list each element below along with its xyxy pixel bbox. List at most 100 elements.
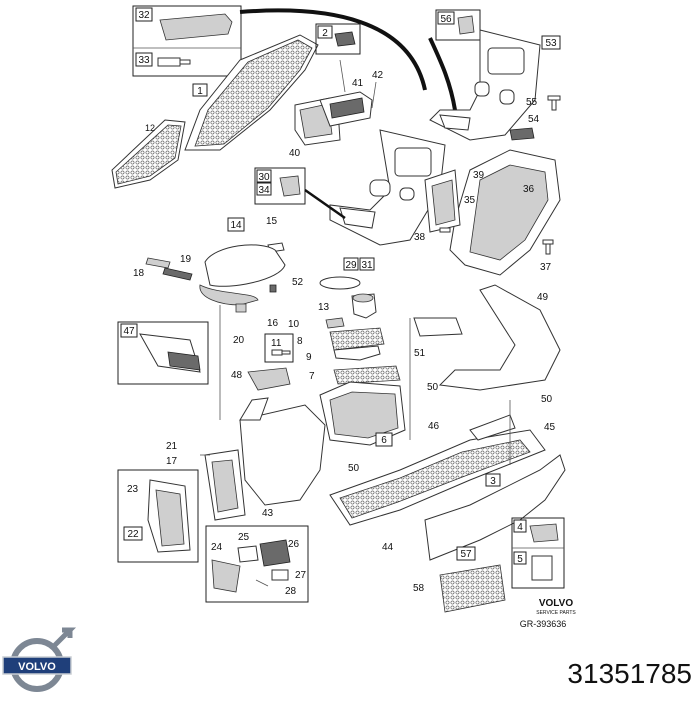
group-32-33: 32 33 [132,5,242,77]
label-29: 29 [345,260,357,271]
label-54: 54 [528,114,540,125]
label-56: 56 [440,14,452,25]
volvo-logo-text: VOLVO [18,661,56,673]
label-36: 36 [523,184,535,195]
service-parts-label: SERVICE PARTS [536,610,576,616]
part-20-clip [235,303,247,313]
callout-4 [513,519,527,533]
label-22: 22 [127,529,139,540]
label-42: 42 [372,70,384,81]
label-43: 43 [262,508,274,519]
label-28: 28 [285,586,297,597]
group-box-30-34 [254,167,306,205]
volvo-logo: VOLVO [2,627,77,692]
part-5-bracket [531,555,553,581]
part-54-bracket [509,127,535,141]
part-28-pin [255,579,269,587]
part-12-side-panel: 12 [111,119,186,189]
part-4-clip [529,523,559,543]
label-45: 45 [544,422,556,433]
label-11: 11 [271,338,282,349]
volvo-small-wordmark: VOLVO [539,598,573,609]
group-box-4-5 [511,517,565,589]
part-3-side-trim [424,454,566,561]
part-16-clip [269,284,277,293]
label-26: 26 [288,539,300,550]
label-24: 24 [211,542,223,553]
callout-57 [456,546,476,561]
part-10-clip [325,317,345,329]
label-6: 6 [381,435,387,446]
callout-56 [437,11,455,25]
callout-33 [135,52,153,67]
label-27: 27 [295,570,307,581]
label-50a: 50 [348,463,360,474]
part-29-31-center-panel: 29 31 [329,129,446,271]
label-4: 4 [517,522,523,533]
callout-47 [120,323,138,338]
label-1: 1 [197,86,203,97]
arrow-30-34 [304,188,346,220]
label-51: 51 [414,348,426,359]
part-52-ring [319,276,361,290]
label-10: 10 [288,319,300,330]
label-5: 5 [517,554,523,565]
label-21: 21 [166,441,178,452]
part-8-mat [329,327,385,351]
label-15: 15 [266,216,278,227]
callout-31 [359,257,375,271]
part-56-clip [457,15,475,35]
label-46: 46 [428,421,440,432]
part-33-screw [157,57,191,67]
part-55-screw [547,95,561,111]
arrow-32-to-40 [239,8,427,91]
label-8: 8 [297,336,303,347]
callout-14 [227,217,245,232]
part-27-clip [271,569,289,581]
label-2: 2 [322,28,328,39]
label-38: 38 [414,232,426,243]
part-48-tray [247,367,291,391]
callout-30 [256,169,272,183]
part-18-hinge-pin [162,267,193,281]
part-44-frame [329,414,546,526]
label-25: 25 [238,532,250,543]
label-44: 44 [382,542,394,553]
label-55: 55 [526,97,538,108]
label-50b: 50 [427,382,439,393]
part-9-insert [333,345,381,361]
part-24-cover [211,559,241,593]
label-57: 57 [460,549,472,560]
arrow-56-to-53 [428,37,457,111]
group-box-56 [435,9,481,41]
part-32-trim [159,13,233,41]
label-34: 34 [258,185,270,196]
part-30-clip [279,175,301,197]
group-box-2 [315,23,361,55]
part-35-housing [424,149,561,276]
part-43-console-side [239,397,326,506]
label-3: 3 [490,476,496,487]
part-37-screw [542,239,554,255]
drawing-reference: GR-393636 [520,619,567,629]
label-39: 39 [473,170,485,181]
label-32: 32 [138,10,150,21]
label-23: 23 [127,484,139,495]
label-58: 58 [413,583,425,594]
label-33: 33 [138,55,150,66]
label-14: 14 [230,220,242,231]
label-49: 49 [537,292,549,303]
part-58-grille [439,564,506,613]
label-30: 30 [258,172,270,183]
part-1-side-panel: 1 [184,34,319,151]
part-2-clip [334,31,356,47]
callout-53 [541,35,561,50]
label-16: 16 [267,318,279,329]
label-53: 53 [545,38,557,49]
label-50c: 50 [541,394,553,405]
callout-34 [256,182,272,196]
label-12: 12 [145,123,155,133]
callout-32 [135,7,153,22]
